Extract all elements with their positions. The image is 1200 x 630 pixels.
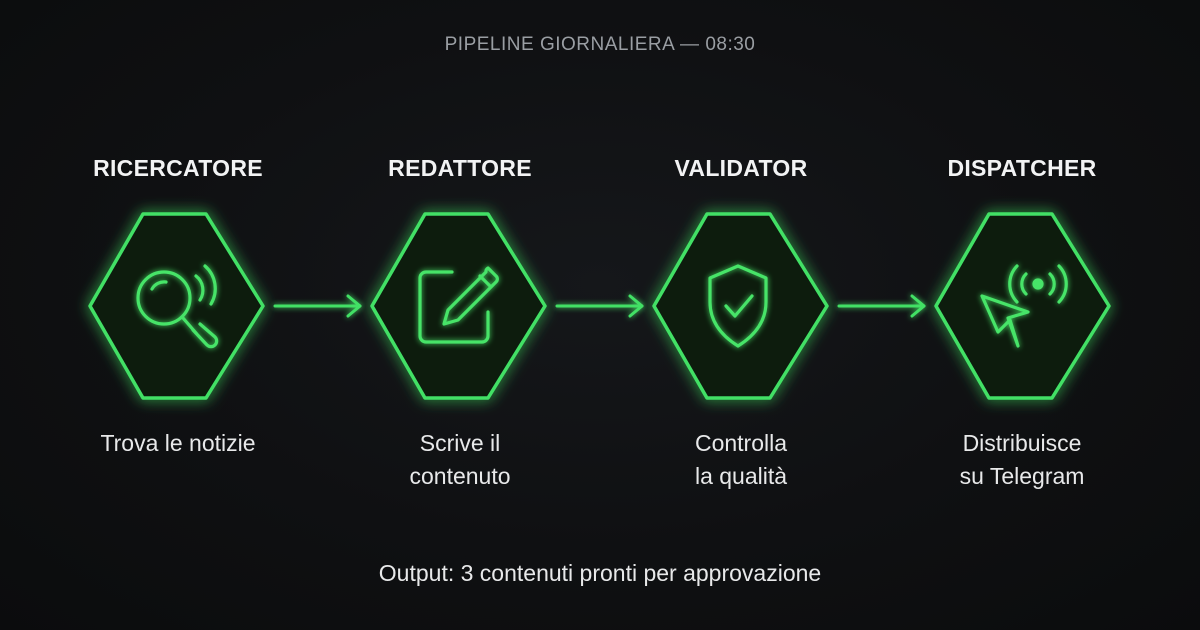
arrow-redattore-validator (555, 294, 644, 318)
arrow-validator-dispatcher (837, 294, 926, 318)
stage-desc-validator: Controlla la qualità (611, 427, 871, 493)
stage-title-ricercatore: RICERCATORE (93, 155, 263, 181)
stage-desc-line: Trova le notizie (100, 430, 256, 456)
stage-desc-dispatcher: Distribuisce su Telegram (892, 427, 1152, 493)
node-ricercatore (88, 212, 265, 400)
stage-desc-line: contenuto (409, 463, 511, 489)
pipeline-output-summary: Output: 3 contenuti pronti per approvazi… (378, 560, 822, 586)
stage-title-validator: VALIDATOR (674, 155, 808, 181)
node-validator (652, 212, 829, 400)
stage-desc-line: Distribuisce (962, 430, 1082, 456)
edit-pencil-icon (418, 266, 499, 344)
stage-title-redattore: REDATTORE (388, 155, 532, 181)
stage-desc-line: la qualità (694, 463, 788, 489)
send-broadcast-icon (980, 264, 1068, 348)
stage-desc-line: Controlla (694, 430, 788, 456)
magnifier-signal-icon (136, 264, 219, 349)
stage-desc-redattore: Scrive il contenuto (330, 427, 590, 493)
stage-title-dispatcher: DISPATCHER (947, 155, 1097, 181)
node-redattore (370, 212, 547, 400)
stage-desc-line: Scrive il (419, 430, 501, 456)
shield-check-icon (708, 264, 768, 348)
stage-desc-ricercatore: Trova le notizie (48, 427, 308, 460)
node-dispatcher (934, 212, 1111, 400)
pipeline-subtitle: PIPELINE GIORNALIERA — 08:30 (444, 34, 756, 55)
stage-desc-line: su Telegram (959, 463, 1085, 489)
arrow-ricercatore-redattore (273, 294, 362, 318)
